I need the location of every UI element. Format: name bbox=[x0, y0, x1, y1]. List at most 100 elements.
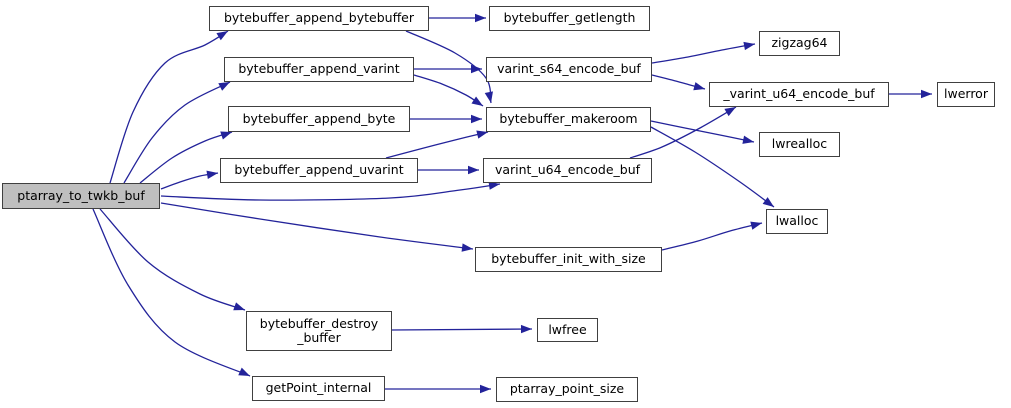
graph-node-lwalloc[interactable]: lwalloc bbox=[766, 209, 828, 234]
graph-node-bytebuffer_init_with_size[interactable]: bytebuffer_init_with_size bbox=[475, 247, 662, 272]
graph-node-label: varint_u64_encode_buf bbox=[494, 162, 641, 178]
edge-ptarray_to_twkb_buf-to-varint_u64_encode_buf bbox=[160, 181, 501, 201]
edge-arrowhead bbox=[220, 131, 232, 140]
graph-node-bytebuffer_getlength[interactable]: bytebuffer_getlength bbox=[489, 6, 650, 31]
edge-bytebuffer_makeroom-to-lwalloc bbox=[650, 126, 775, 208]
edge-arrowhead bbox=[206, 170, 218, 179]
edge-varint_s64_encode_buf-to-zigzag64 bbox=[651, 41, 756, 64]
edge-arrowhead bbox=[218, 82, 230, 91]
graph-node-label: getPoint_internal bbox=[265, 380, 372, 396]
edge-arrowhead bbox=[742, 135, 754, 144]
graph-node-varint_u64_encode_buf[interactable]: varint_u64_encode_buf bbox=[483, 158, 652, 183]
edge-line bbox=[413, 74, 484, 107]
graph-node-lwerror[interactable]: lwerror bbox=[937, 82, 995, 107]
edge-arrowhead bbox=[461, 243, 473, 252]
edge-arrowhead bbox=[520, 324, 532, 334]
graph-node-bytebuffer_append_varint[interactable]: bytebuffer_append_varint bbox=[224, 57, 414, 82]
edge-line bbox=[661, 222, 763, 251]
edge-arrowhead bbox=[471, 64, 482, 74]
edge-bytebuffer_init_with_size-to-lwalloc bbox=[661, 221, 763, 251]
graph-node-varint_s64_encode_buf[interactable]: varint_s64_encode_buf bbox=[486, 57, 652, 82]
edge-bytebuffer_append_bytebuffer-to-bytebuffer_getlength bbox=[429, 13, 486, 23]
edge-ptarray_to_twkb_buf-to-getPoint_internal bbox=[92, 208, 251, 377]
edge-arrowhead bbox=[471, 114, 482, 124]
graph-node-label: bytebuffer_append_byte bbox=[242, 110, 396, 126]
graph-node-label: varint_s64_encode_buf bbox=[497, 61, 641, 77]
graph-node-label: bytebuffer_append_bytebuffer bbox=[223, 10, 415, 26]
graph-node-bytebuffer_append_uvarint[interactable]: bytebuffer_append_uvarint bbox=[220, 158, 418, 183]
graph-node-label: bytebuffer_init_with_size bbox=[491, 251, 646, 267]
edge-arrowhead bbox=[480, 384, 491, 394]
edge-line bbox=[385, 131, 489, 159]
edge-line bbox=[160, 202, 474, 250]
graph-node-label: lwrealloc bbox=[771, 136, 828, 152]
edge-getPoint_internal-to-ptarray_point_size bbox=[385, 384, 491, 394]
edge-ptarray_to_twkb_buf-to-bytebuffer_append_varint bbox=[123, 81, 231, 184]
edge-arrowhead bbox=[750, 221, 762, 230]
graph-node-label: lwalloc bbox=[775, 213, 819, 229]
edge-arrowhead bbox=[743, 41, 755, 51]
graph-node-label: bytebuffer_getlength bbox=[503, 10, 636, 26]
graph-node-label: ptarray_to_twkb_buf bbox=[17, 187, 145, 203]
graph-node-bytebuffer_append_byte[interactable]: bytebuffer_append_byte bbox=[228, 106, 410, 132]
edge-ptarray_to_twkb_buf-to-bytebuffer_init_with_size bbox=[160, 202, 474, 252]
edge-bytebuffer_append_byte-to-bytebuffer_makeroom bbox=[410, 114, 482, 124]
edge-ptarray_to_twkb_buf-to-bytebuffer_append_uvarint bbox=[160, 170, 219, 190]
edge-line bbox=[99, 208, 246, 311]
edge-arrowhead bbox=[921, 89, 932, 99]
edge-bytebuffer_append_varint-to-bytebuffer_makeroom bbox=[413, 74, 484, 107]
edge-line bbox=[139, 131, 233, 184]
graph-node-label: lwerror bbox=[944, 86, 988, 102]
edge-arrowhead bbox=[724, 107, 736, 117]
graph-node-bytebuffer_destroy_buffer[interactable]: bytebuffer_destroy _buffer bbox=[246, 311, 392, 351]
edge-bytebuffer_append_varint-to-varint_s64_encode_buf bbox=[414, 64, 482, 74]
graph-node-label: ptarray_point_size bbox=[509, 381, 625, 397]
edge-line bbox=[109, 30, 229, 184]
graph-node-label: bytebuffer_destroy _buffer bbox=[259, 315, 379, 345]
edge-line bbox=[650, 126, 775, 208]
graph-node-getPoint_internal[interactable]: getPoint_internal bbox=[252, 376, 385, 401]
graph-node-ptarray_point_size[interactable]: ptarray_point_size bbox=[496, 377, 638, 402]
edge-line bbox=[405, 30, 492, 104]
edge-arrowhead bbox=[238, 367, 250, 376]
edge-varint_s64_encode_buf-to-_varint_u64_encode_buf bbox=[651, 74, 706, 91]
graph-node-label: lwfree bbox=[548, 321, 587, 337]
edge-line bbox=[650, 120, 755, 143]
graph-node-label: bytebuffer_append_uvarint bbox=[234, 162, 404, 178]
edge-arrowhead bbox=[216, 31, 228, 41]
graph-node-label: _varint_u64_encode_buf bbox=[723, 86, 875, 102]
edge-arrowhead bbox=[475, 13, 486, 23]
graph-node-lwrealloc[interactable]: lwrealloc bbox=[759, 132, 840, 157]
graph-node-zigzag64[interactable]: zigzag64 bbox=[759, 31, 840, 56]
edge-line bbox=[123, 81, 231, 184]
edge-line bbox=[651, 43, 756, 64]
graph-node-label: bytebuffer_append_varint bbox=[238, 61, 400, 77]
edge-arrowhead bbox=[693, 82, 705, 91]
edge-bytebuffer_append_uvarint-to-bytebuffer_makeroom bbox=[385, 130, 489, 159]
edge-ptarray_to_twkb_buf-to-bytebuffer_destroy_buffer bbox=[99, 208, 246, 311]
edge-arrowhead bbox=[484, 91, 493, 103]
edge-ptarray_to_twkb_buf-to-bytebuffer_append_bytebuffer bbox=[109, 30, 229, 184]
edge-arrowhead bbox=[476, 130, 488, 139]
edge-arrowhead bbox=[233, 302, 245, 311]
edge-arrowhead bbox=[471, 96, 483, 106]
graph-node-label: bytebuffer_makeroom bbox=[499, 111, 638, 127]
graph-node-ptarray_to_twkb_buf[interactable]: ptarray_to_twkb_buf bbox=[2, 183, 160, 209]
graph-node-bytebuffer_makeroom[interactable]: bytebuffer_makeroom bbox=[486, 107, 651, 132]
edge-line bbox=[92, 208, 251, 377]
edge-line bbox=[390, 328, 533, 331]
edge-line bbox=[629, 106, 737, 159]
graph-node-label: zigzag64 bbox=[771, 35, 828, 51]
edge-arrowhead bbox=[468, 165, 479, 175]
edge-arrowhead bbox=[762, 197, 774, 207]
edge-bytebuffer_makeroom-to-lwrealloc bbox=[650, 120, 755, 144]
edge-ptarray_to_twkb_buf-to-bytebuffer_append_byte bbox=[139, 131, 233, 184]
graph-node-lwfree[interactable]: lwfree bbox=[537, 318, 598, 342]
graph-node-bytebuffer_append_bytebuffer[interactable]: bytebuffer_append_bytebuffer bbox=[209, 6, 429, 31]
graph-node-_varint_u64_encode_buf[interactable]: _varint_u64_encode_buf bbox=[709, 82, 889, 107]
edge-bytebuffer_append_bytebuffer-to-bytebuffer_makeroom bbox=[405, 30, 493, 104]
edge-varint_u64_encode_buf-to-_varint_u64_encode_buf bbox=[629, 106, 737, 159]
edge-line bbox=[160, 183, 501, 201]
